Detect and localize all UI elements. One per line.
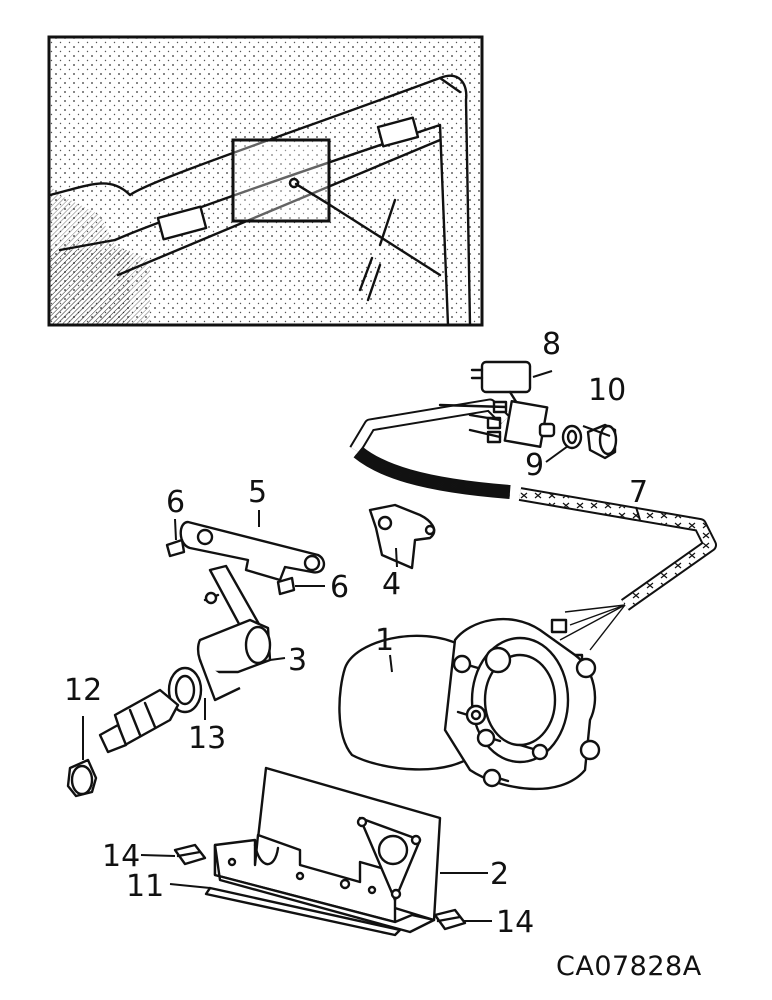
location-inset — [47, 35, 484, 327]
leader-lines — [82, 370, 641, 922]
switch-assembly — [438, 360, 618, 460]
callout-3: 3 — [288, 643, 307, 678]
callout-13: 13 — [188, 721, 226, 756]
callout-7: 7 — [629, 475, 648, 510]
mounting-bracket — [213, 766, 442, 934]
callout-5: 5 — [248, 475, 267, 510]
gasket-strip — [204, 886, 402, 937]
wiper-motor — [338, 617, 601, 791]
speed-nut-upper — [173, 843, 207, 866]
callout-10: 10 — [588, 373, 626, 408]
callout-2: 2 — [490, 857, 509, 892]
callout-14-lower: 14 — [496, 905, 534, 940]
callout-9: 9 — [525, 448, 544, 483]
callout-12: 12 — [64, 673, 102, 708]
callout-8: 8 — [542, 327, 561, 362]
drawing-code: CA07828A — [556, 951, 702, 982]
speed-nut-lower — [433, 908, 467, 931]
callout-6-upper: 6 — [166, 485, 185, 520]
callout-14-upper: 14 — [102, 839, 140, 874]
callout-4: 4 — [382, 567, 401, 602]
callout-6-lower: 6 — [330, 570, 349, 605]
pivot-shaft — [66, 618, 272, 798]
callout-1: 1 — [375, 623, 394, 658]
callout-11: 11 — [126, 869, 164, 904]
